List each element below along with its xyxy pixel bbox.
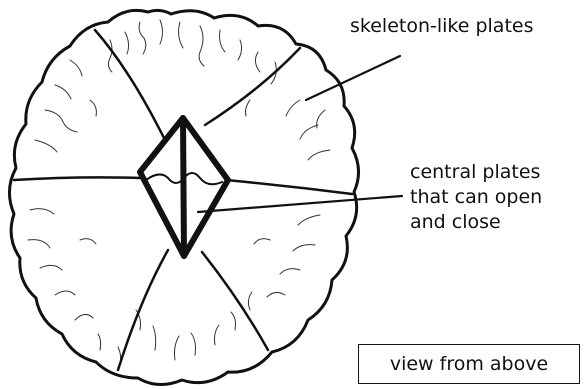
- central-plates-midline: [183, 118, 184, 256]
- label-central-line-3: and close: [410, 210, 542, 235]
- view-caption-box: view from above: [358, 344, 580, 384]
- label-central-plates: central plates that can open and close: [410, 160, 542, 235]
- view-caption: view from above: [390, 353, 548, 375]
- label-central-line-1: central plates: [410, 160, 542, 185]
- label-skeleton-plates: skeleton-like plates: [350, 14, 534, 39]
- label-central-line-2: that can open: [410, 185, 542, 210]
